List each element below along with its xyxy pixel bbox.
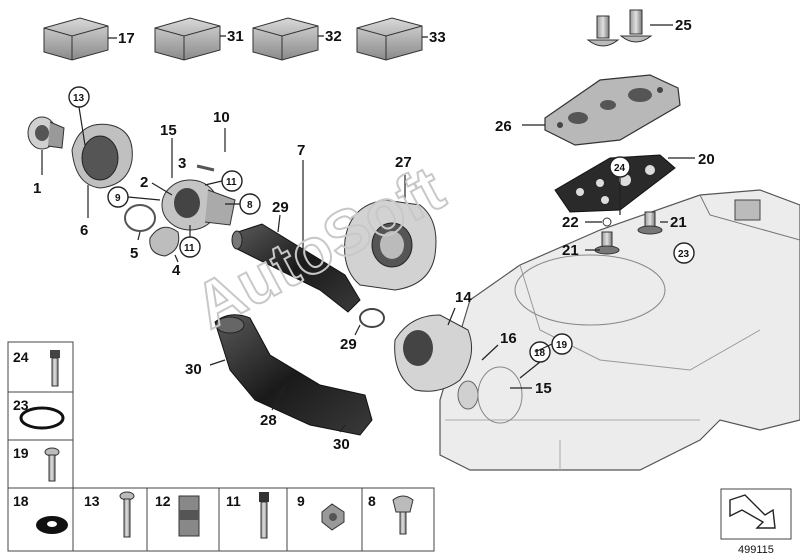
screws-25 bbox=[586, 9, 653, 47]
circled-23: 23 bbox=[678, 249, 690, 260]
leader-4 bbox=[174, 254, 179, 263]
ring-part-6 bbox=[71, 123, 133, 189]
label-29-bottom: 29 bbox=[340, 336, 357, 353]
leaders-30-28 bbox=[209, 359, 346, 433]
part-box-33 bbox=[356, 17, 423, 61]
label-29-top: 29 bbox=[272, 199, 289, 216]
label-33: 33 bbox=[429, 29, 446, 46]
circled-9: 9 bbox=[115, 193, 121, 204]
flap-4 bbox=[149, 226, 180, 257]
label-28: 28 bbox=[260, 412, 277, 429]
leader-16 bbox=[481, 344, 499, 361]
orientation-arrow-icon bbox=[720, 488, 792, 540]
table-label-12: 12 bbox=[155, 493, 171, 509]
part-box-32 bbox=[252, 17, 319, 61]
collar-27 bbox=[344, 199, 437, 291]
circled-8: 8 bbox=[247, 200, 253, 211]
label-1: 1 bbox=[33, 180, 41, 197]
label-6: 6 bbox=[80, 222, 88, 239]
leader-29-bottom bbox=[354, 324, 361, 336]
label-30-bottom: 30 bbox=[333, 436, 350, 453]
circled-11-bottom: 11 bbox=[184, 243, 195, 254]
label-15-bottom: 15 bbox=[535, 380, 552, 397]
fuel-tank bbox=[439, 189, 800, 471]
seal-ring-5 bbox=[124, 204, 156, 232]
circled-callouts bbox=[68, 86, 695, 363]
circled-19: 19 bbox=[556, 340, 568, 351]
label-7: 7 bbox=[297, 142, 305, 159]
label-16: 16 bbox=[500, 330, 517, 347]
parts-table bbox=[7, 341, 435, 552]
label-5: 5 bbox=[130, 245, 138, 262]
label-30-left: 30 bbox=[185, 361, 202, 378]
leader-15-2 bbox=[151, 138, 173, 196]
hose-28 bbox=[214, 314, 373, 436]
label-22: 22 bbox=[562, 214, 579, 231]
label-31: 31 bbox=[227, 28, 244, 45]
label-27: 27 bbox=[395, 154, 412, 171]
leader-5 bbox=[137, 231, 141, 241]
circled-24: 24 bbox=[614, 163, 626, 174]
gasket-20 bbox=[554, 154, 676, 213]
part-box-31 bbox=[154, 17, 221, 61]
table-label-24: 24 bbox=[13, 349, 29, 365]
table-part-icons bbox=[19, 350, 414, 539]
diagram-number: 499115 bbox=[738, 544, 774, 556]
hose-7 bbox=[231, 223, 361, 313]
label-21-left: 21 bbox=[562, 242, 579, 259]
label-4: 4 bbox=[172, 262, 181, 279]
label-10: 10 bbox=[213, 109, 230, 126]
leader-29-top bbox=[277, 214, 281, 233]
label-20: 20 bbox=[698, 151, 715, 168]
clamp-29 bbox=[359, 308, 385, 328]
table-label-13: 13 bbox=[84, 493, 100, 509]
leader-14 bbox=[447, 307, 456, 326]
leaders-21-22 bbox=[585, 221, 668, 251]
label-3: 3 bbox=[178, 155, 186, 172]
table-label-8: 8 bbox=[368, 493, 376, 509]
label-14: 14 bbox=[455, 289, 472, 306]
circled-13: 13 bbox=[73, 93, 85, 104]
label-32: 32 bbox=[325, 28, 342, 45]
collar-14 bbox=[394, 314, 473, 392]
table-label-19: 19 bbox=[13, 445, 29, 461]
screw-3 bbox=[196, 164, 215, 172]
label-25: 25 bbox=[675, 17, 692, 34]
label-17: 17 bbox=[118, 30, 135, 47]
label-15-top: 15 bbox=[160, 122, 177, 139]
circled-11-top: 11 bbox=[226, 177, 237, 188]
table-label-11: 11 bbox=[226, 493, 241, 509]
table-label-18: 18 bbox=[13, 493, 29, 509]
leaders-circled bbox=[78, 106, 553, 379]
cap-part-1 bbox=[27, 116, 65, 150]
label-21-right: 21 bbox=[670, 214, 687, 231]
part-box-17 bbox=[43, 17, 109, 61]
studs-21 bbox=[594, 211, 663, 255]
table-label-23: 23 bbox=[13, 397, 29, 413]
label-26: 26 bbox=[495, 118, 512, 135]
table-label-9: 9 bbox=[297, 493, 305, 509]
filler-neck-15 bbox=[161, 179, 236, 231]
circled-18: 18 bbox=[534, 348, 546, 359]
label-2: 2 bbox=[140, 174, 148, 191]
filler-cover-26 bbox=[544, 74, 681, 146]
leader-lines-boxes bbox=[108, 35, 428, 39]
